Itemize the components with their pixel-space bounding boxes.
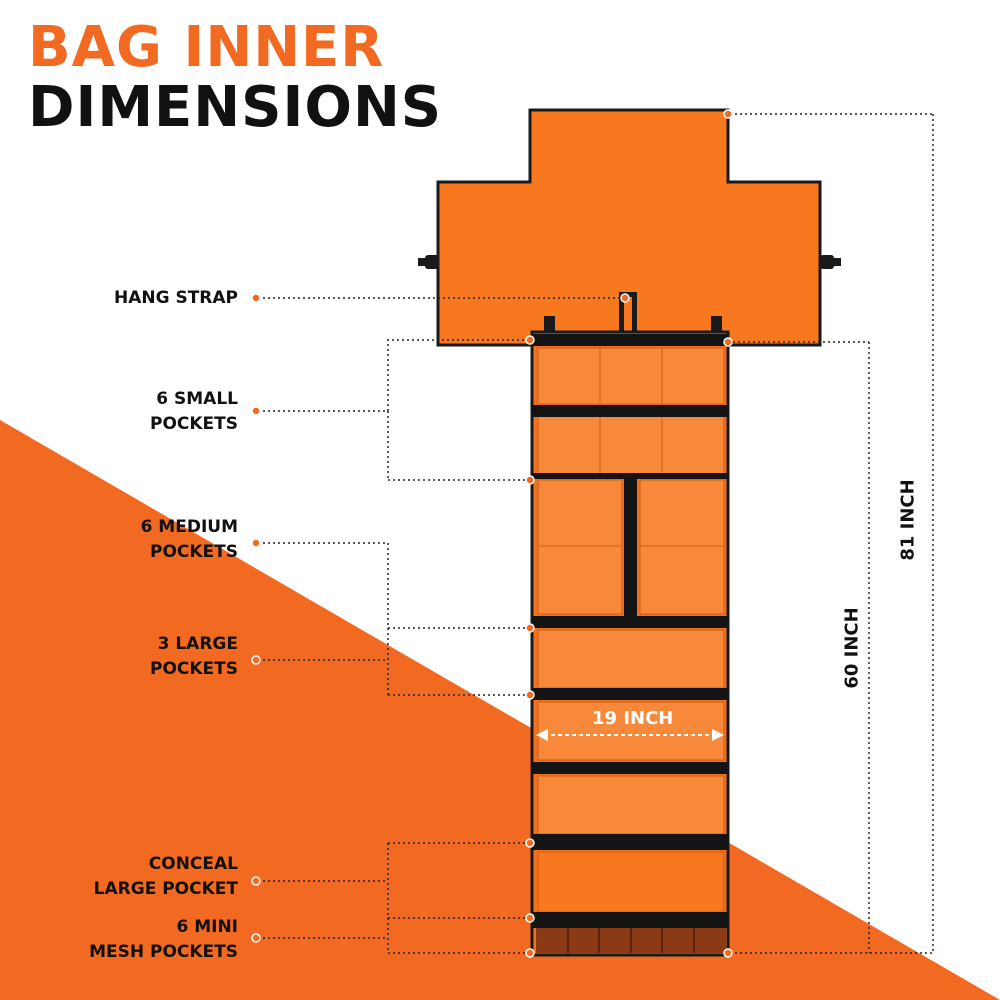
medium-center-zipper [624,476,637,618]
panel-height-dimension-label: 60 INCH [841,607,863,689]
label-medium-pockets: 6 MEDIUM POCKETS [141,515,238,565]
label-mesh-pockets-line-2: MESH POCKETS [89,942,238,962]
width-dimension-label: 19 INCH [592,708,674,729]
label-mesh-pockets-line-1: 6 MINI [176,917,238,937]
label-mesh-pockets: 6 MINI MESH POCKETS [89,915,238,965]
large-pocket-grid [537,629,725,835]
side-buckle-left [418,255,439,269]
label-small-pockets-line-2: POCKETS [149,414,238,434]
strap-loops [544,316,722,336]
title-line-2: DIMENSIONS [28,75,443,140]
marker-dots [251,109,733,958]
label-hang-strap: HANG STRAP [114,286,238,311]
label-hang-strap-text: HANG STRAP [113,288,238,308]
mesh-pocket-dividers [567,928,695,953]
label-medium-pockets-line-1: 6 MEDIUM [140,517,238,537]
total-height-dimension-label: 81 INCH [897,479,919,561]
label-large-pockets: 3 LARGE POCKETS [150,632,238,682]
height-dimension-lines [728,113,934,954]
zipper-bars [532,334,728,928]
title-line-1: BAG INNER [28,15,385,80]
bag-top-flap [436,108,822,347]
label-large-pockets-line-2: POCKETS [149,659,238,679]
conceal-pocket [537,851,725,913]
width-arrow [536,729,724,741]
label-small-pockets-line-1: 6 SMALL [156,389,238,409]
label-medium-pockets-line-2: POCKETS [149,542,238,562]
side-buckle-right [820,255,841,269]
label-conceal-pocket-line-1: CONCEAL [148,854,238,874]
label-conceal-pocket-line-2: LARGE POCKET [93,879,238,899]
label-conceal-pocket: CONCEAL LARGE POCKET [94,852,238,902]
label-leader-lines [258,297,625,954]
label-large-pockets-line-1: 3 LARGE [157,634,238,654]
medium-pocket-grid [537,479,725,615]
label-small-pockets: 6 SMALL POCKETS [150,387,238,437]
